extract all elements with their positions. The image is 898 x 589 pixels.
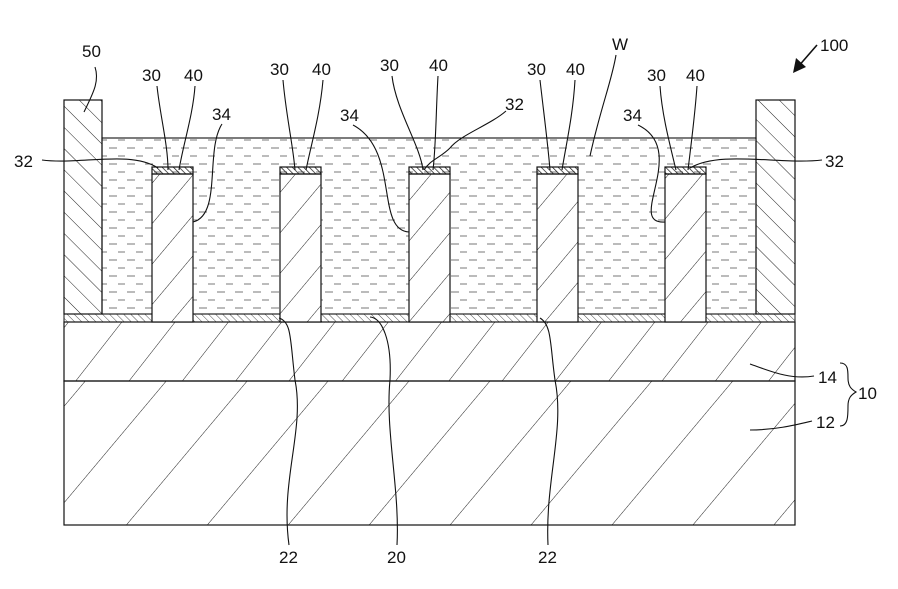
cap-40 <box>280 167 321 174</box>
label-32-right: 32 <box>825 152 844 171</box>
cap-40 <box>665 167 706 174</box>
label-30-c: 30 <box>380 56 399 75</box>
label-20: 20 <box>387 548 406 567</box>
label-40-e: 40 <box>686 66 705 85</box>
label-30-b: 30 <box>270 60 289 79</box>
label-32-mid: 32 <box>505 95 524 114</box>
label-30-e: 30 <box>647 66 666 85</box>
label-40-a: 40 <box>184 66 203 85</box>
pillar-3 <box>409 167 450 322</box>
label-100: 100 <box>820 36 848 55</box>
label-40-c: 40 <box>429 56 448 75</box>
label-50: 50 <box>82 42 101 61</box>
cap-40 <box>409 167 450 174</box>
label-w: W <box>612 35 628 54</box>
label-22-left: 22 <box>279 548 298 567</box>
lower-layer-12 <box>64 381 795 525</box>
label-32-left: 32 <box>14 152 33 171</box>
label-10: 10 <box>858 384 877 403</box>
label-22-right: 22 <box>538 548 557 567</box>
label-14: 14 <box>818 368 837 387</box>
pillar-4 <box>537 167 578 322</box>
pillar-1 <box>152 167 193 322</box>
cap-40 <box>537 167 578 174</box>
sidewall-left <box>64 100 102 314</box>
pillar-2 <box>280 167 321 322</box>
label-34-b: 34 <box>340 106 359 125</box>
pillar-5 <box>665 167 706 322</box>
label-30-a: 30 <box>142 66 161 85</box>
label-34-c: 34 <box>623 106 642 125</box>
label-30-d: 30 <box>527 60 546 79</box>
label-34-a: 34 <box>212 105 231 124</box>
label-40-d: 40 <box>566 60 585 79</box>
label-12: 12 <box>816 413 835 432</box>
upper-layer-14 <box>64 322 795 381</box>
sidewall-right <box>756 100 795 314</box>
label-40-b: 40 <box>312 60 331 79</box>
cap-40 <box>152 167 193 174</box>
